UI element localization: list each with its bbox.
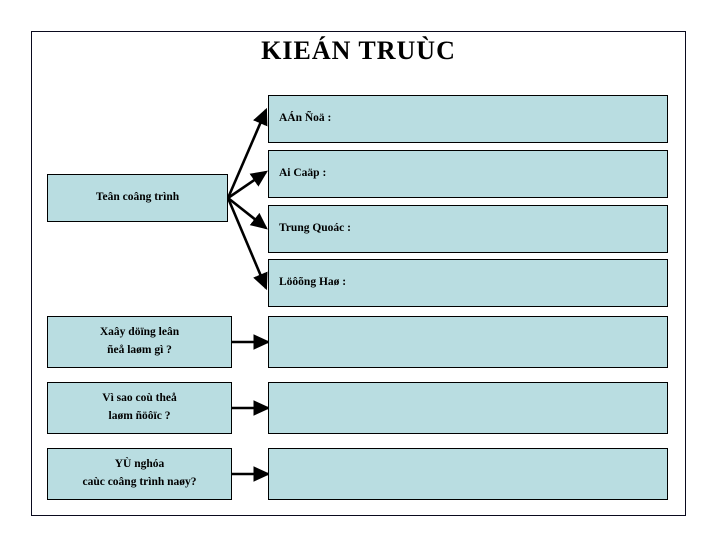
question-box-2[interactable]: Vì sao coù theå laøm ñöôïc ? xyxy=(47,382,232,434)
branch-box-trung-quoc[interactable]: Trung Quoác : xyxy=(268,205,668,253)
branch-box-an-do[interactable]: AÁn Ñoä : xyxy=(268,95,668,143)
main-node-label: Teân coâng trình xyxy=(95,191,180,204)
question-2-line-1: Vì sao coù theå xyxy=(102,392,177,405)
branch-box-ai-cap[interactable]: Ai Caäp : xyxy=(268,150,668,198)
branch-label-3: Trung Quoác : xyxy=(279,222,351,235)
question-3-line-1: YÙ nghóa xyxy=(114,458,165,471)
question-box-1[interactable]: Xaây döïng leân ñeå laøm gì ? xyxy=(47,316,232,368)
question-1-line-2: ñeå laøm gì ? xyxy=(107,344,172,356)
question-box-3[interactable]: YÙ nghóa caùc coâng trình naøy? xyxy=(47,448,232,500)
branch-box-luong-ha[interactable]: Löôõng Haø : xyxy=(268,259,668,307)
answer-box-1[interactable] xyxy=(268,316,668,368)
answer-box-2[interactable] xyxy=(268,382,668,434)
question-3-line-2: caùc coâng trình naøy? xyxy=(82,476,197,488)
slide-border-frame xyxy=(31,31,686,516)
branch-label-4: Löôõng Haø : xyxy=(279,276,347,289)
branch-label-2: Ai Caäp : xyxy=(279,167,327,180)
page-title: KIEÁN TRUÙC xyxy=(261,36,456,65)
question-2-line-2: laøm ñöôïc ? xyxy=(108,410,171,422)
branch-label-1: AÁn Ñoä : xyxy=(279,112,332,125)
answer-box-3[interactable] xyxy=(268,448,668,500)
question-1-line-1: Xaây döïng leân xyxy=(99,326,180,339)
main-node-ten-cong-trinh[interactable]: Teân coâng trình xyxy=(47,174,228,222)
